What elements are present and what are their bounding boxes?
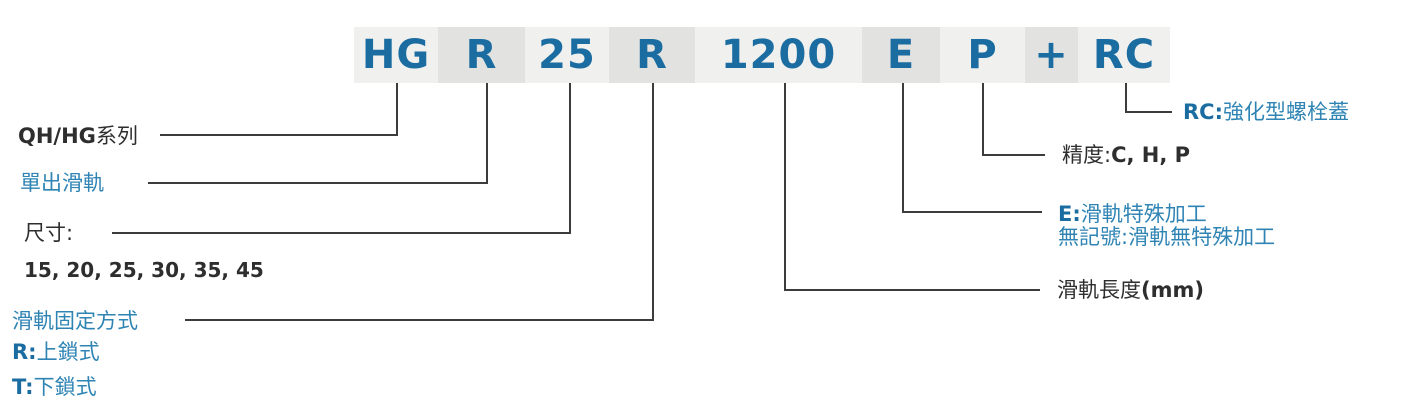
- label-single-rail: 單出滑軌: [20, 171, 104, 195]
- label-fixing-title: 滑軌固定方式: [12, 309, 138, 333]
- connector-rc: [1125, 83, 1172, 113]
- label-fixing-r: R:上鎖式: [12, 340, 100, 364]
- connector-special: [902, 83, 1042, 213]
- label-series-latin: QH/HG: [18, 124, 96, 148]
- code-segment-series: HG: [354, 27, 438, 83]
- label-fixing-t: T:下鎖式: [12, 375, 97, 399]
- connector-precision: [982, 83, 1045, 156]
- code-segment-rc: RC: [1078, 27, 1170, 83]
- connector-series: [160, 83, 398, 136]
- label-rc: RC:強化型螺栓蓋: [1183, 100, 1349, 124]
- label-special-none: 無記號:滑軌無特殊加工: [1058, 225, 1276, 249]
- code-segment-fixing: R: [609, 27, 695, 83]
- label-length: 滑軌長度(mm): [1057, 278, 1204, 302]
- connector-size: [112, 83, 571, 234]
- code-segment-size: 25: [525, 27, 609, 83]
- label-series: QH/HG系列: [18, 123, 138, 149]
- connector-fixing: [185, 83, 654, 321]
- code-segment-length: 1200: [695, 27, 862, 83]
- label-size-values: 15, 20, 25, 30, 35, 45: [24, 258, 264, 282]
- label-precision: 精度:C, H, P: [1062, 143, 1191, 167]
- code-segment-precision: P: [940, 27, 1025, 83]
- label-size-title: 尺寸:: [24, 221, 74, 245]
- code-segment-special: E: [862, 27, 940, 83]
- label-series-cjk: 系列: [95, 124, 138, 148]
- connector-single-rail: [148, 83, 488, 184]
- code-segment-rail-type: R: [438, 27, 525, 83]
- label-special-e: E:滑軌特殊加工: [1058, 202, 1207, 226]
- code-segment-plus: +: [1025, 27, 1078, 83]
- connector-length: [784, 83, 1040, 291]
